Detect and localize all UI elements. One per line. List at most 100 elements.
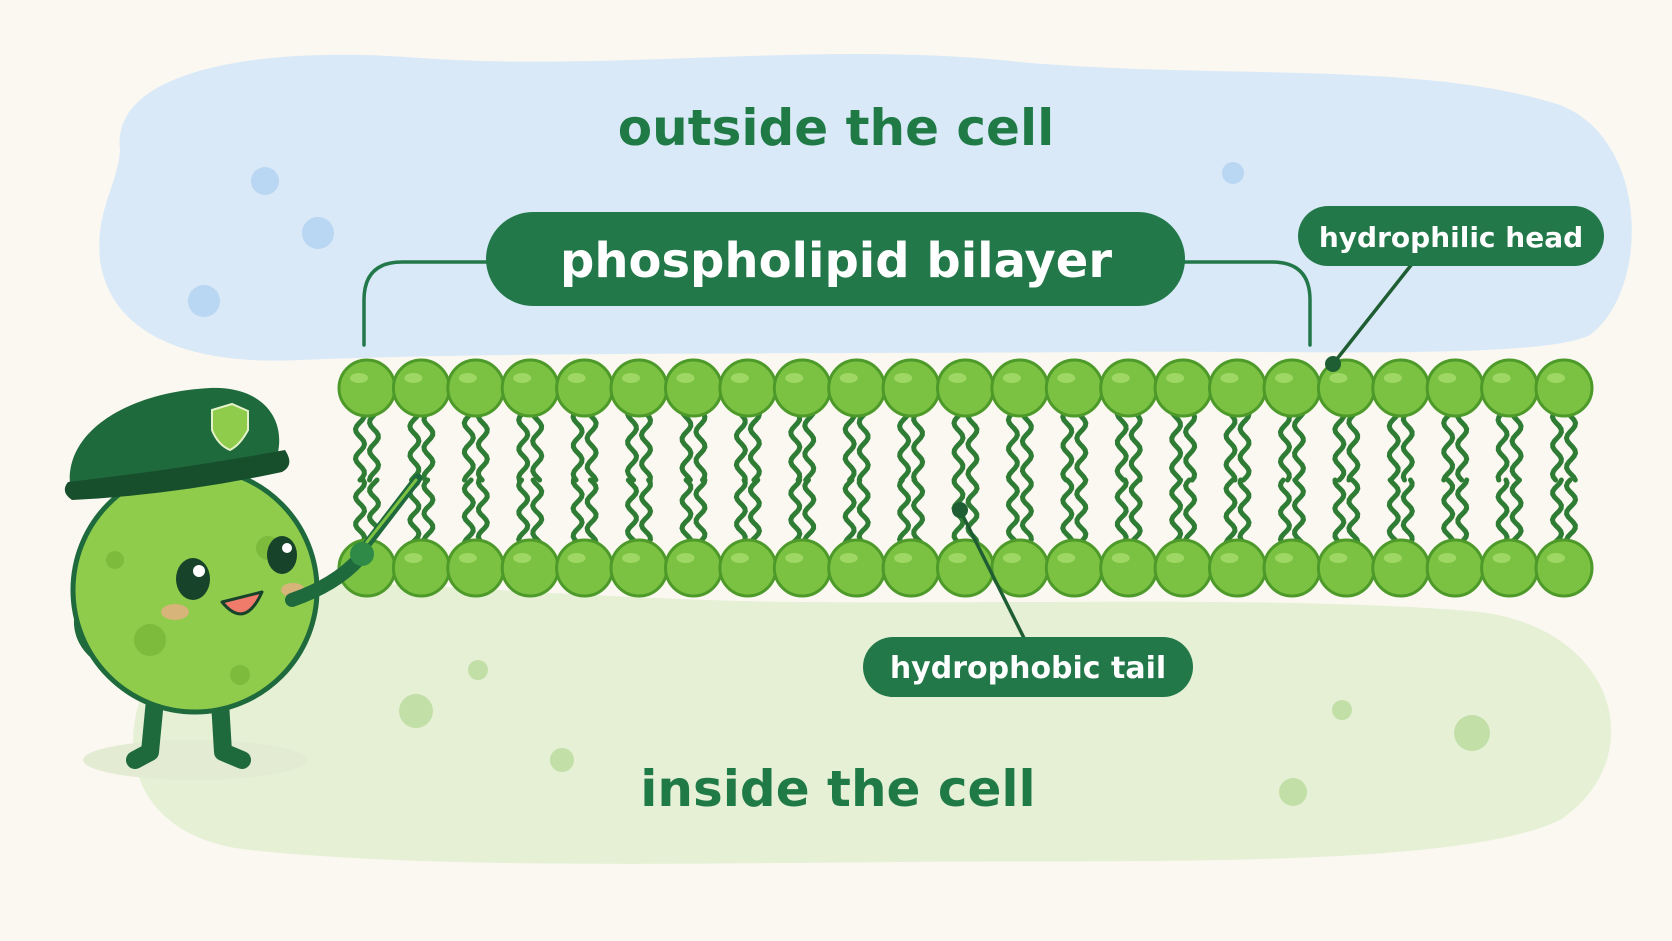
hydrophobic-tail: [1495, 405, 1510, 483]
hydrophilic-head: [1480, 538, 1540, 598]
bubble: [188, 285, 220, 317]
hydrophobic-tail: [421, 477, 436, 551]
head-highlight: [1492, 373, 1511, 383]
hydrophobic-tail: [1168, 405, 1184, 483]
mascot-spot: [230, 665, 250, 685]
hydrophilic-head: [936, 538, 995, 598]
head-highlight: [567, 373, 586, 383]
hydrophilic-head: [1153, 538, 1213, 598]
hydrophobic-tail: [1455, 405, 1470, 483]
hydrophilic-head: [1371, 538, 1431, 598]
bubble: [1279, 778, 1307, 806]
head-pill-bg: [1298, 206, 1604, 266]
hydrophobic-tail: [693, 477, 708, 551]
head-highlight: [1111, 553, 1130, 563]
head-highlight: [1438, 373, 1457, 383]
bubble: [1332, 700, 1352, 720]
hydrophobic-tail: [1549, 405, 1564, 483]
hydrophobic-tail: [1182, 405, 1198, 483]
hydrophilic-head: [827, 538, 887, 598]
hydrophilic-head: [446, 538, 506, 598]
hydrophobic-tail: [516, 405, 531, 483]
title-pill-bg: [486, 212, 1185, 306]
hydrophobic-tail: [1291, 477, 1307, 551]
hydrophobic-tail: [1019, 405, 1035, 483]
head-highlight: [513, 373, 532, 383]
hydrophobic-tail: [965, 405, 980, 483]
head-highlight: [622, 553, 640, 563]
mascot-eye-shine: [193, 565, 205, 577]
mascot-spot: [134, 624, 166, 656]
hydrophilic-head: [1262, 538, 1322, 598]
hydrophobic-tail: [625, 477, 640, 551]
head-highlight: [1166, 553, 1185, 563]
inside-cell-region: [133, 580, 1612, 864]
bubble: [1222, 162, 1244, 184]
head-highlight: [1220, 373, 1239, 383]
hydrophilic-head: [1262, 358, 1322, 418]
hydrophilic-head: [337, 358, 397, 418]
hydrophobic-tail: [842, 405, 857, 483]
tail-leader-line: [958, 509, 1027, 641]
head-highlight: [1220, 553, 1239, 563]
hydrophobic-tail: [516, 477, 531, 551]
head-highlight: [1438, 553, 1457, 563]
hydrophobic-tail: [1074, 405, 1089, 483]
head-highlight: [1383, 553, 1402, 563]
hydrophobic-tail: [1400, 477, 1415, 551]
hydrophobic-tail: [842, 477, 857, 551]
bubble: [468, 660, 488, 680]
head-highlight: [404, 553, 423, 563]
hydrophilic-head: [1044, 538, 1104, 598]
head-highlight: [676, 373, 695, 383]
outside-cell-region: [99, 54, 1632, 361]
hydrophobic-tail: [475, 477, 490, 551]
head-highlight: [1111, 373, 1130, 383]
hydrophilic-head: [664, 358, 723, 418]
hydrophobic-tail: [1563, 405, 1579, 483]
head-highlight: [1383, 373, 1402, 383]
hydrophobic-tail: [1019, 477, 1035, 551]
hydrophobic-tail: [1060, 477, 1075, 551]
hydrophilic-head-label: hydrophilic head: [1319, 221, 1583, 254]
hydrophilic-head: [881, 538, 941, 598]
hydrophobic-tail: [352, 477, 368, 551]
hydrophobic-tail: [1386, 477, 1401, 551]
head-highlight: [1329, 553, 1348, 563]
hydrophobic-tail: [1332, 477, 1347, 551]
mascot-right-arm: [285, 553, 365, 607]
head-highlight: [404, 373, 423, 383]
hydrophobic-tail: [638, 477, 654, 551]
hydrophobic-tail: [802, 477, 817, 551]
hydrophobic-tail: [1128, 405, 1143, 483]
head-highlight: [458, 373, 477, 383]
head-highlight: [1492, 553, 1511, 563]
hydrophobic-tail: [1223, 405, 1238, 483]
head-highlight: [785, 553, 804, 563]
hydrophobic-tail: [693, 405, 708, 483]
hydrophobic-tail: [530, 405, 545, 483]
hydrophobic-tail: [461, 405, 476, 483]
hydrophobic-tail: [1237, 477, 1252, 551]
hydrophilic-head: [772, 538, 832, 598]
hydrophobic-tail: [910, 477, 926, 551]
hydrophobic-tail: [1005, 477, 1021, 551]
hydrophilic-head: [609, 358, 669, 418]
shield-badge-icon: [211, 402, 249, 452]
hydrophobic-tail: [1114, 405, 1129, 483]
mascot-right-eye: [267, 536, 297, 574]
head-highlight: [1547, 373, 1565, 383]
head-highlight: [622, 373, 640, 383]
hydrophobic-tail: [1114, 477, 1129, 551]
head-highlight: [839, 373, 858, 383]
hydrophobic-tail: [407, 405, 422, 483]
hydrophobic-tail: [733, 477, 748, 551]
hydrophilic-head: [881, 358, 941, 418]
head-highlight: [948, 553, 967, 563]
bubble: [251, 167, 279, 195]
bubble: [1454, 715, 1490, 751]
hydrophobic-tail: [584, 405, 599, 483]
head-highlight: [1275, 553, 1293, 563]
tail-pill-bg: [863, 637, 1193, 697]
hydrophilic-head: [446, 358, 506, 418]
